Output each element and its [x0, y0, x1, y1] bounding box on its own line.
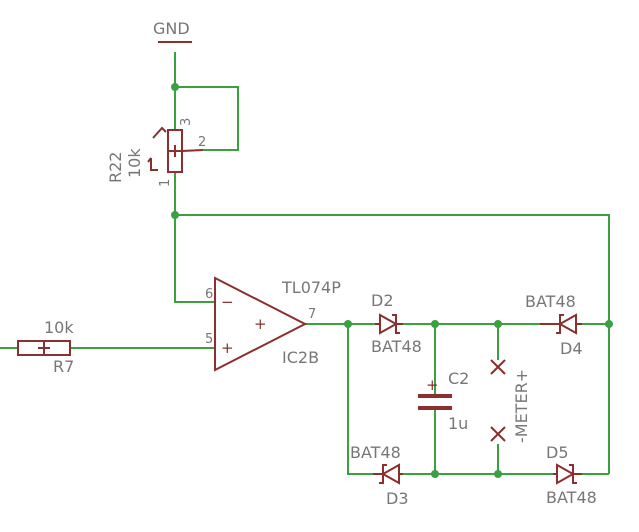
wire-inverting-input	[174, 215, 215, 303]
opamp-triangle	[214, 276, 308, 372]
d4-type: BAT48	[525, 292, 576, 311]
junction-dot	[494, 470, 502, 478]
c2-name: C2	[448, 369, 469, 388]
r7-resistor: 10k R7	[17, 318, 74, 376]
d5-name: D5	[546, 443, 569, 462]
junction-dot	[431, 470, 439, 478]
r7-name: R7	[53, 357, 74, 376]
r22-arrow-stem	[147, 157, 152, 163]
opamp-name-label: IC2B	[282, 348, 319, 367]
opamp-output-sign: +	[254, 315, 267, 333]
diode-d4: BAT48 D4	[525, 292, 583, 358]
meter-connector: -METER+	[490, 359, 531, 443]
wire-feedback-top	[175, 214, 610, 474]
meter-x-plus	[490, 359, 506, 375]
gnd-label: GND	[153, 19, 190, 38]
r22-name: R22	[106, 152, 125, 183]
d4-triangle	[557, 313, 577, 335]
opamp-minus-sign: −	[221, 293, 234, 311]
r22-pin-2: 2	[198, 135, 206, 150]
opamp-pin-7: 7	[308, 307, 316, 322]
r7-body	[17, 340, 71, 356]
junctions	[171, 83, 613, 478]
junction-dot	[431, 320, 439, 328]
r7-value: 10k	[44, 318, 74, 337]
wires	[0, 52, 610, 475]
c2-plate-bottom	[418, 406, 452, 410]
junction-dot	[605, 320, 613, 328]
diode-d2: D2 BAT48	[371, 291, 422, 356]
r22-wiper	[181, 149, 204, 152]
c2-value: 1u	[448, 414, 468, 433]
junction-dot	[494, 320, 502, 328]
meter-x-minus	[490, 426, 506, 442]
d4-name: D4	[560, 339, 583, 358]
junction-dot	[344, 320, 352, 328]
r22-pin-3: 3	[179, 118, 194, 126]
opamp-plus-sign: +	[221, 339, 234, 357]
wire-output-left-rail	[347, 324, 373, 475]
capacitor-c2: + C2 1u	[418, 369, 469, 433]
junction-dot	[171, 211, 179, 219]
c2-polarity: +	[426, 376, 439, 394]
r22-value: 10k	[125, 148, 144, 178]
junction-dot	[171, 83, 179, 91]
d2-name: D2	[371, 291, 394, 310]
d3-name: D3	[386, 489, 409, 508]
opamp-pin-6: 6	[205, 287, 213, 302]
d5-type: BAT48	[546, 488, 597, 507]
r22-arrow-top	[152, 126, 167, 139]
r22-pin-1: 1	[158, 179, 173, 187]
gnd-symbol: GND	[153, 19, 192, 43]
wire-pot-wiper-loop	[175, 86, 239, 151]
diode-d3: BAT48 D3	[350, 443, 409, 508]
diode-d5: D5 BAT48	[546, 443, 597, 507]
c2-plate-top	[418, 394, 452, 398]
d2-type: BAT48	[371, 337, 422, 356]
ic2b-opamp: − + + 6 5 7 TL074P IC2B	[205, 276, 341, 372]
d5-triangle	[556, 463, 576, 485]
d2-triangle	[379, 313, 399, 335]
d3-type: BAT48	[350, 443, 401, 462]
meter-label: -METER+	[512, 369, 531, 443]
r22-potentiometer: 3 2 1 R22 10k	[106, 118, 206, 187]
opamp-pin-5: 5	[205, 332, 213, 347]
opamp-part-label: TL074P	[281, 278, 341, 297]
d3-triangle	[380, 463, 400, 485]
r22-arrow-bottom	[150, 158, 158, 171]
